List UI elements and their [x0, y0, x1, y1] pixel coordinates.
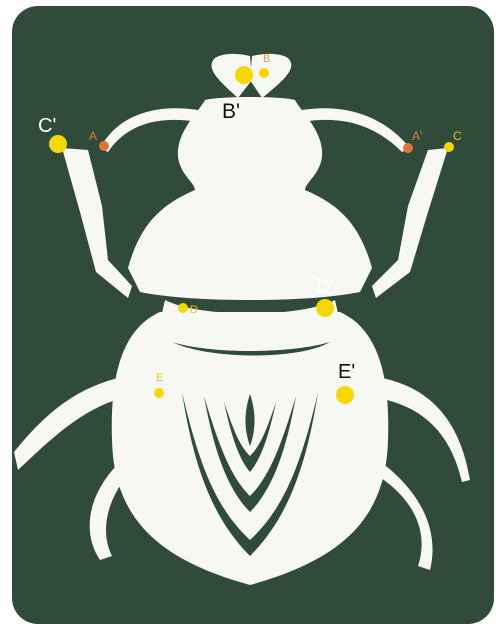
point-a-prime-marker [403, 143, 413, 153]
point-e-marker [154, 388, 164, 398]
point-d-prime-marker [316, 299, 334, 317]
point-b-prime-marker [235, 66, 253, 84]
label-d-prime: D' [316, 276, 334, 298]
label-a: A [89, 129, 97, 143]
label-d: D [190, 304, 198, 316]
label-c-prime: C' [38, 115, 56, 137]
point-e-prime-marker [336, 386, 354, 404]
label-a-prime: A' [412, 129, 422, 143]
point-c-prime-marker [49, 135, 67, 153]
point-b-marker [259, 68, 269, 78]
point-d-marker [178, 303, 188, 313]
label-c: C [453, 129, 462, 143]
label-e-prime: E' [338, 361, 355, 383]
point-c-marker [444, 142, 454, 152]
label-b: B [263, 53, 270, 65]
point-a-marker [99, 141, 109, 151]
label-b-prime: B' [222, 100, 240, 123]
label-e: E [156, 372, 163, 384]
